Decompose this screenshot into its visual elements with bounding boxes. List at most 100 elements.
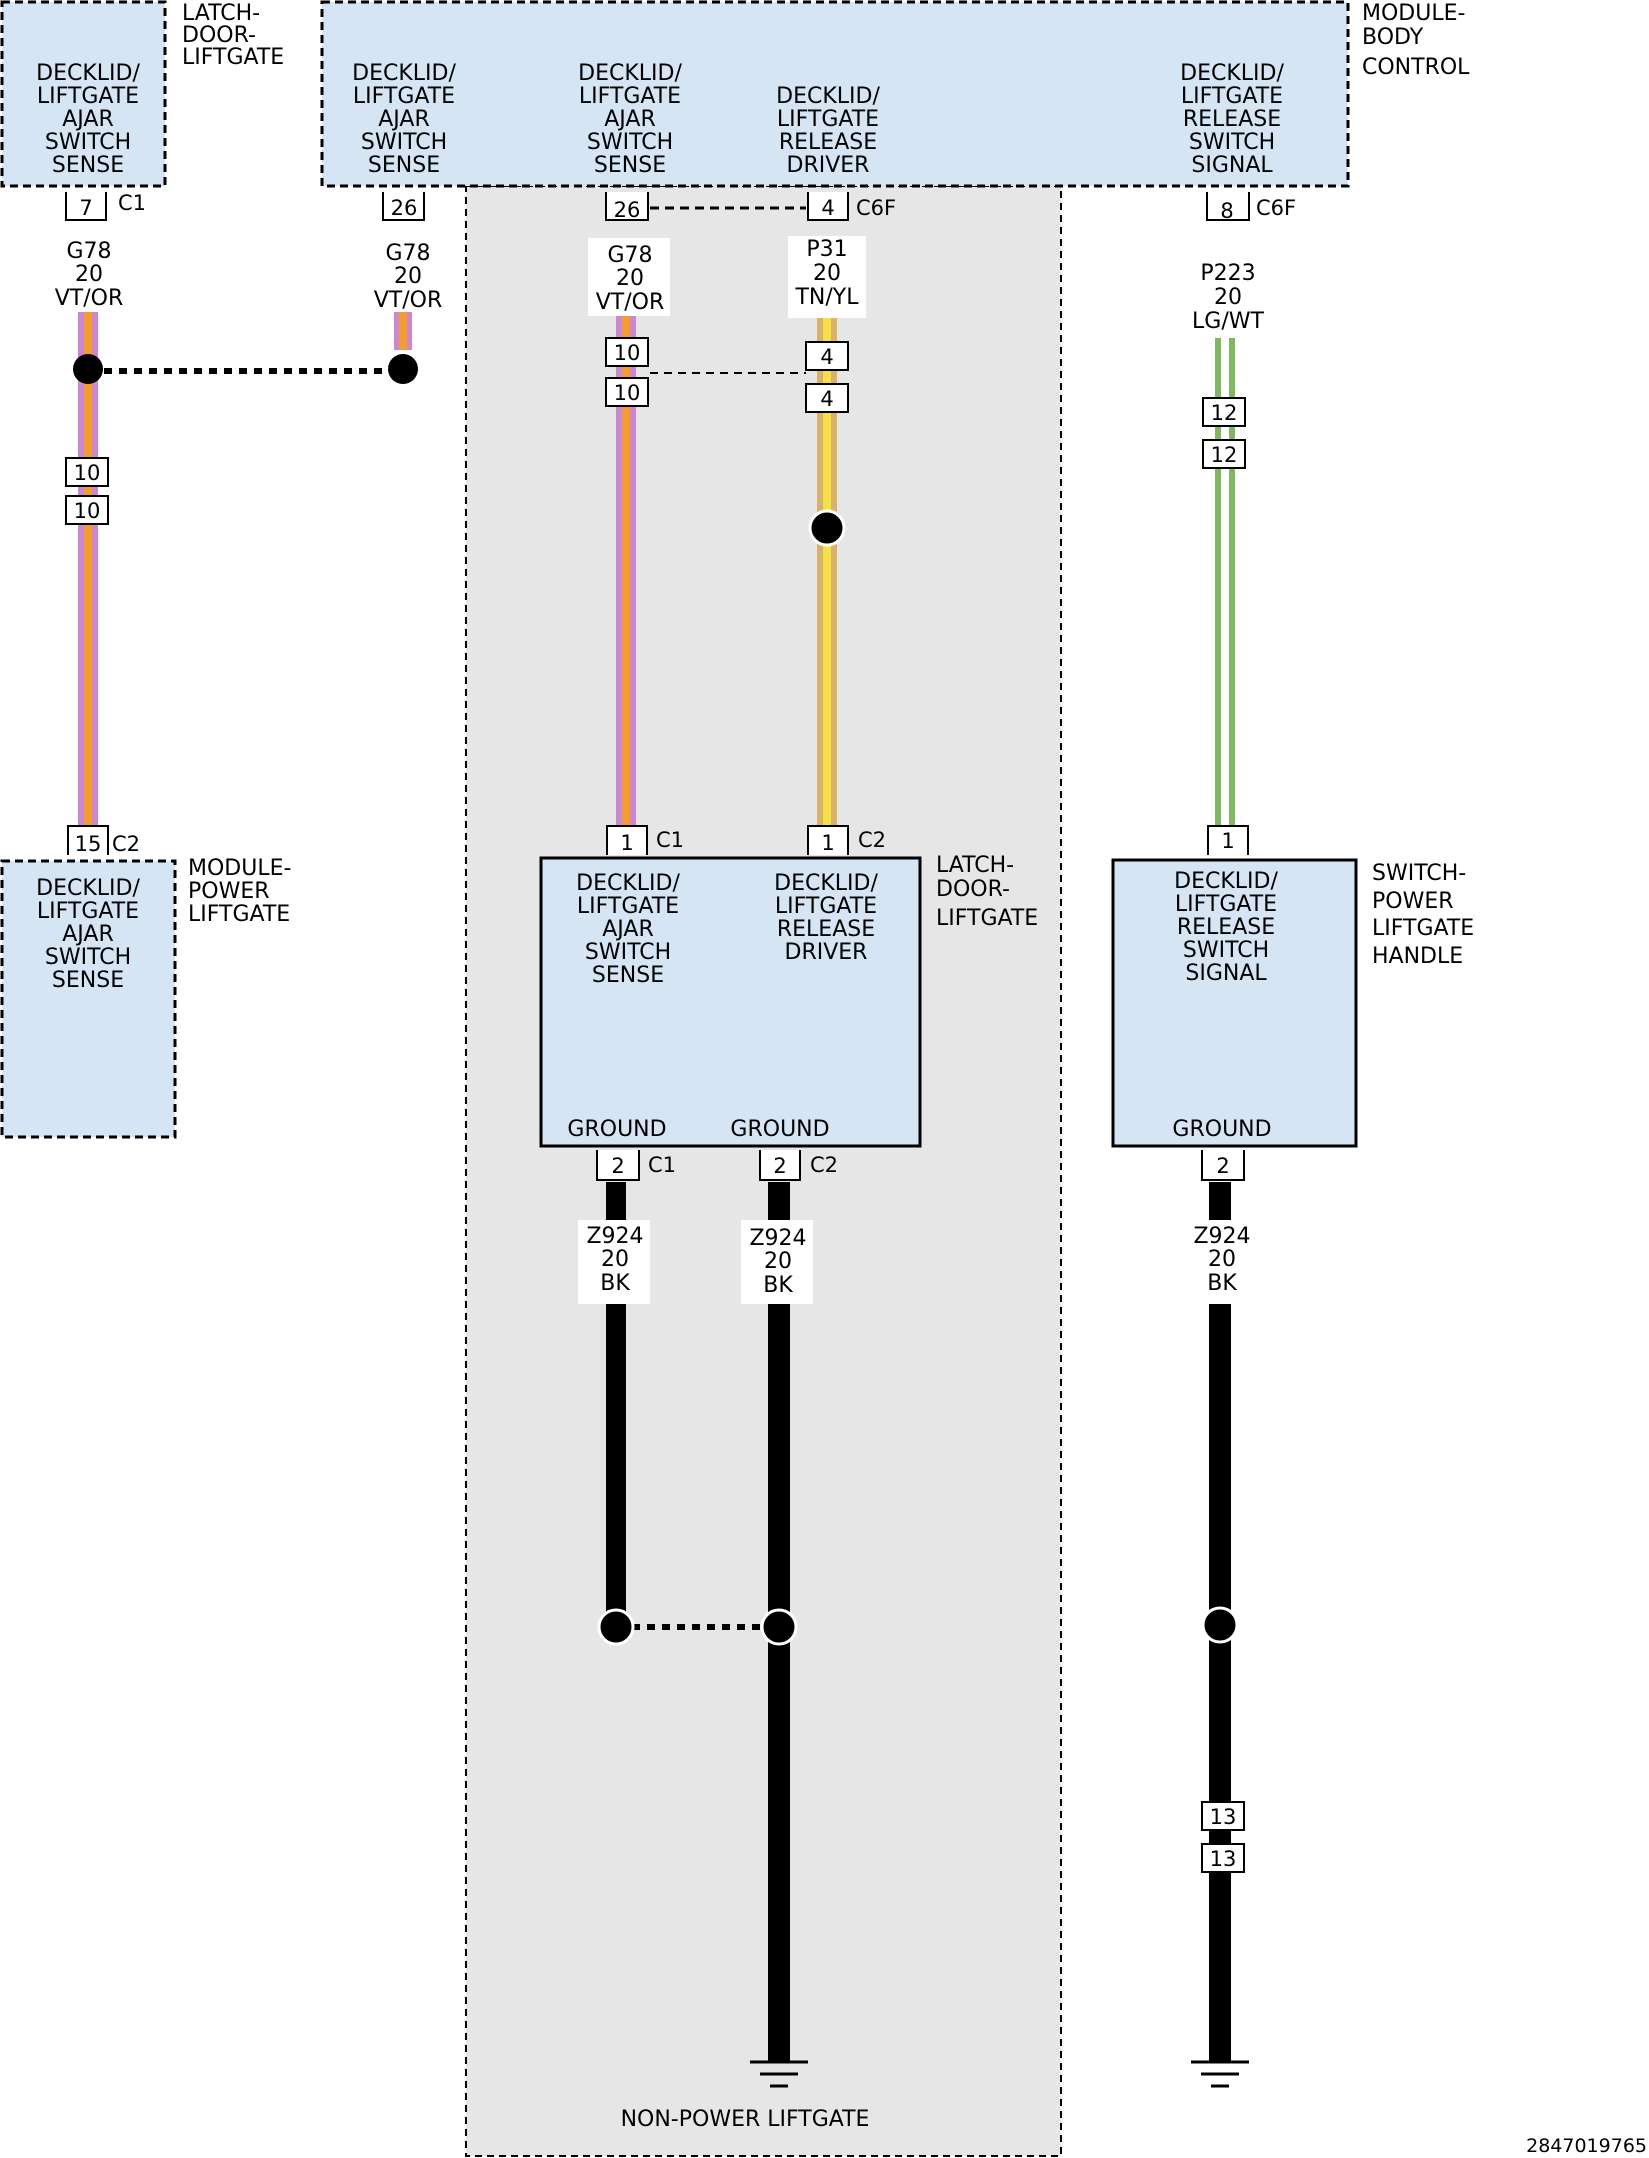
label-g78-mid: G78 20 VT/OR (374, 241, 443, 313)
svg-text:LIFTGATE: LIFTGATE (1372, 916, 1474, 941)
svg-text:BK: BK (763, 1273, 793, 1298)
wire-g78-left (78, 312, 98, 832)
latch-door-liftgate-top-box (0, 0, 167, 188)
label-g78-left: G78 20 VT/OR (55, 239, 124, 311)
svg-text:LIFTGATE: LIFTGATE (353, 84, 455, 109)
svg-text:SENSE: SENSE (592, 963, 664, 988)
svg-text:RELEASE: RELEASE (779, 130, 877, 155)
svg-text:POWER: POWER (188, 879, 270, 904)
inline-10-b: 10 (614, 381, 641, 405)
ground-symbol-b (750, 2060, 808, 2088)
latch-bottom-ground-2: GROUND (730, 1117, 829, 1142)
plate-z924-b (741, 1220, 813, 1304)
svg-text:BK: BK (1207, 1271, 1237, 1296)
svg-text:BODY: BODY (1362, 25, 1424, 50)
svg-text:CONTROL: CONTROL (1362, 55, 1470, 80)
latch-bottom-name: LATCH- DOOR- LIFTGATE (936, 853, 1038, 931)
svg-text:LIFTGATE: LIFTGATE (188, 902, 290, 927)
pin-26-center: 26 (614, 198, 641, 222)
plate-z924-c (1185, 1220, 1257, 1304)
svg-text:20: 20 (601, 1247, 629, 1272)
svg-text:20: 20 (1208, 1247, 1236, 1272)
svg-text:AJAR: AJAR (604, 107, 656, 132)
wire-g78-center (616, 316, 636, 830)
svg-text:DECKLID/: DECKLID/ (1180, 61, 1284, 86)
svg-text:SWITCH: SWITCH (585, 940, 671, 965)
svg-text:LIFTGATE: LIFTGATE (37, 899, 139, 924)
svg-text:20: 20 (394, 264, 422, 289)
pin-frames (65, 192, 1250, 1873)
figure-id: 2847019765 (1526, 2135, 1647, 2157)
svg-text:20: 20 (1214, 285, 1242, 310)
label-z924-a: Z924 20 BK (586, 1224, 643, 1296)
svg-text:BK: BK (600, 1271, 630, 1296)
svg-text:Z924: Z924 (1193, 1224, 1250, 1249)
svg-text:P223: P223 (1200, 261, 1255, 286)
wire-g78-mid (394, 312, 412, 350)
region-label: NON-POWER LIFTGATE (621, 2107, 870, 2132)
svg-text:AJAR: AJAR (378, 107, 430, 132)
svg-text:DECKLID/: DECKLID/ (576, 871, 680, 896)
splice-left (73, 354, 103, 384)
svg-text:SWITCH: SWITCH (45, 130, 131, 155)
inline-10-c: 10 (74, 461, 101, 485)
svg-text:SENSE: SENSE (594, 153, 666, 178)
svg-text:DECKLID/: DECKLID/ (776, 84, 880, 109)
svg-text:DECKLID/: DECKLID/ (774, 871, 878, 896)
splice-mid (388, 354, 418, 384)
svg-text:RELEASE: RELEASE (1183, 107, 1281, 132)
inline-12-b: 12 (1211, 443, 1238, 467)
bcm-function-3: DECKLID/ LIFTGATE RELEASE DRIVER (776, 84, 880, 178)
latch-door-liftgate-bottom-box (539, 856, 922, 1148)
pin-2-switch: 2 (1216, 1154, 1229, 1178)
splice-ground-a (597, 1608, 635, 1646)
svg-text:POWER: POWER (1372, 889, 1454, 914)
svg-text:LIFTGATE: LIFTGATE (936, 906, 1038, 931)
bcm-name: MODULE- BODY CONTROL (1362, 1, 1470, 80)
connector-c2-ground: C2 (810, 1153, 838, 1177)
plate-g78-center (588, 238, 670, 316)
latch-top-name: LATCH- DOOR- LIFTGATE (182, 1, 284, 70)
svg-text:P31: P31 (806, 237, 847, 262)
svg-text:DOOR-: DOOR- (182, 23, 256, 48)
svg-text:LATCH-: LATCH- (936, 853, 1014, 878)
inline-13-b: 13 (1210, 1847, 1237, 1871)
ground-symbol-c (1191, 2060, 1249, 2088)
svg-text:G78: G78 (385, 241, 430, 266)
switch-power-liftgate-handle-box (1111, 858, 1358, 1148)
svg-text:DECKLID/: DECKLID/ (578, 61, 682, 86)
plate-z924-a (578, 1220, 650, 1304)
latch-bottom-ground-1: GROUND (567, 1117, 666, 1142)
svg-text:AJAR: AJAR (62, 107, 114, 132)
switch-handle-function: DECKLID/ LIFTGATE RELEASE SWITCH SIGNAL (1174, 869, 1278, 986)
svg-text:SIGNAL: SIGNAL (1191, 153, 1273, 178)
module-body-control-box (320, 0, 1350, 188)
label-p223: P223 20 LG/WT (1192, 261, 1264, 334)
svg-text:G78: G78 (607, 243, 652, 268)
inline-10-d: 10 (74, 499, 101, 523)
svg-text:Z924: Z924 (586, 1224, 643, 1249)
latch-top-function: DECKLID/ LIFTGATE AJAR SWITCH SENSE (36, 61, 140, 178)
svg-text:VT/OR: VT/OR (55, 286, 124, 311)
svg-text:G78: G78 (66, 239, 111, 264)
inline-4-b: 4 (820, 387, 833, 411)
svg-text:SWITCH: SWITCH (45, 945, 131, 970)
svg-text:DRIVER: DRIVER (787, 153, 870, 178)
module-power-liftgate-name: MODULE- POWER LIFTGATE (188, 856, 291, 927)
svg-text:SENSE: SENSE (52, 153, 124, 178)
inline-12-a: 12 (1211, 401, 1238, 425)
pin-8-bcm: 8 (1220, 199, 1233, 223)
label-p31: P31 20 TN/YL (794, 237, 859, 310)
svg-text:MODULE-: MODULE- (188, 856, 291, 881)
plate-p223 (1192, 256, 1252, 338)
pin-1-latch-c1: 1 (620, 831, 633, 855)
svg-text:LIFTGATE: LIFTGATE (777, 107, 879, 132)
svg-text:RELEASE: RELEASE (1177, 915, 1275, 940)
pin-7: 7 (79, 196, 92, 220)
svg-text:LATCH-: LATCH- (182, 1, 260, 26)
svg-text:LIFTGATE: LIFTGATE (1175, 892, 1277, 917)
label-g78-center: G78 20 VT/OR (596, 243, 665, 315)
svg-text:DECKLID/: DECKLID/ (36, 876, 140, 901)
svg-text:SIGNAL: SIGNAL (1185, 961, 1267, 986)
